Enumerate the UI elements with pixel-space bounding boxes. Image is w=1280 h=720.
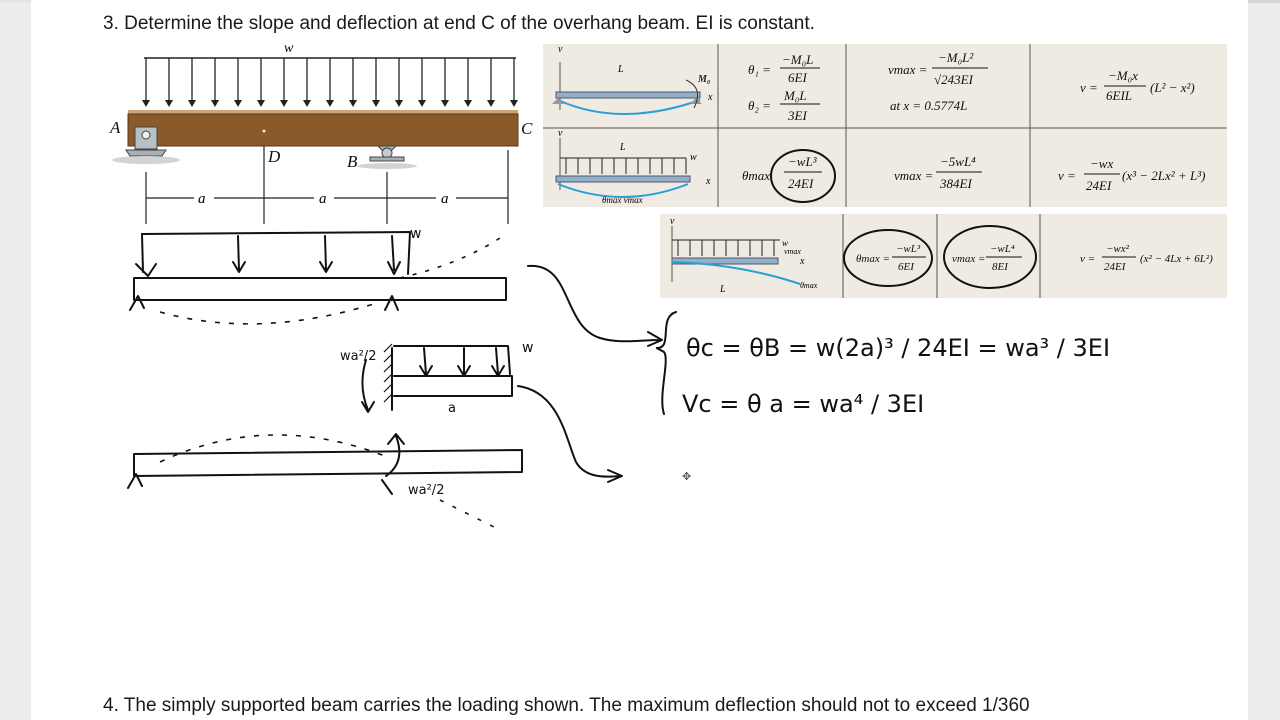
circle-row2-theta [770, 149, 836, 203]
svg-text:L: L [617, 64, 624, 75]
label-c: C [521, 119, 533, 138]
svg-text:x: x [707, 92, 713, 103]
svg-text:M₀: M₀ [697, 74, 711, 85]
svg-text:vmax =: vmax = [952, 253, 985, 265]
svg-text:L: L [719, 284, 726, 295]
svg-text:θmax: θmax [742, 168, 770, 183]
dim-a-2: a [319, 191, 327, 207]
row1-formulas: θ₁ = −M₀L 6EI θ₂ = M₀L 3EI vmax = −M₀L² √24… [748, 50, 1195, 123]
deflection-c-equation: Vc = θ a = wa⁴ / 3EI [682, 390, 924, 418]
label-a: A [109, 118, 121, 137]
svg-text:v: v [558, 44, 563, 55]
deflection-table: v L M₀ x v L w x θmax vmax v [543, 44, 1227, 298]
svg-text:θmax vmax: θmax vmax [602, 195, 643, 205]
svg-text:−5wL⁴: −5wL⁴ [940, 154, 976, 169]
svg-text:(x³ − 2Lx² + L³): (x³ − 2Lx² + L³) [1122, 168, 1205, 183]
svg-text:−wL³: −wL³ [788, 154, 818, 169]
dim-a-3: a [441, 191, 449, 207]
svg-text:w: w [690, 152, 697, 163]
svg-text:8EI: 8EI [992, 261, 1009, 273]
svg-text:θmax =: θmax = [856, 253, 890, 265]
svg-text:L: L [619, 142, 626, 153]
svg-text:384EI: 384EI [939, 176, 972, 191]
label-b: B [347, 152, 358, 171]
svg-text:θ₂ =: θ₂ = [748, 98, 771, 113]
svg-text:x: x [799, 256, 805, 267]
svg-text:24EI: 24EI [788, 176, 814, 191]
svg-text:v =: v = [1058, 168, 1076, 183]
circle-row3-vmax [943, 225, 1037, 289]
svg-text:6EIL: 6EIL [1106, 88, 1132, 103]
row3-formulas: θmax = −wL³ 6EI vmax = −wL⁴ 8EI v = −wx² 24… [856, 243, 1213, 273]
arrow-to-equations [527, 264, 663, 347]
svg-text:v =: v = [1080, 253, 1095, 265]
sketch-3-moment-beam: wa²/2 [127, 433, 523, 531]
cursor-crosshair: ✥ [682, 471, 691, 483]
svg-text:24EI: 24EI [1104, 261, 1127, 273]
moment-label: wa²/2 [340, 349, 376, 364]
dimension-lines [145, 150, 509, 224]
row2-diagram: v L w x θmax vmax [555, 128, 711, 205]
svg-text:v: v [670, 216, 675, 227]
svg-text:θmax: θmax [800, 281, 818, 290]
load-label: w [284, 41, 294, 56]
svg-text:−wL³: −wL³ [896, 243, 921, 255]
svg-text:v =: v = [1080, 80, 1098, 95]
beam [127, 113, 519, 147]
sketch-w-label: w [410, 226, 421, 242]
distributed-load-arrows [145, 58, 515, 104]
svg-text:3EI: 3EI [787, 108, 807, 123]
svg-text:−M₀L: −M₀L [782, 52, 813, 67]
row1-diagram: v L M₀ x [552, 44, 713, 115]
svg-text:6EI: 6EI [898, 261, 915, 273]
sketch2-a-label: a [448, 401, 456, 416]
handwritten-equations: θc = θB = w(2a)³ / 24EI = wa³ / 3EI Vc =… [655, 311, 1110, 418]
pin-support-a [112, 126, 180, 164]
svg-text:−wx²: −wx² [1106, 243, 1130, 255]
dim-a-1: a [198, 191, 206, 207]
svg-text:θ₁ =: θ₁ = [748, 62, 771, 77]
svg-text:−wx: −wx [1090, 156, 1113, 171]
svg-text:6EI: 6EI [788, 70, 807, 85]
arrow-to-point [517, 385, 623, 483]
roller-support-b [357, 145, 417, 169]
svg-text:(x² − 4Lx + 6L²): (x² − 4Lx + 6L²) [1140, 253, 1213, 265]
problem-3-statement: 3. Determine the slope and deflection at… [103, 13, 815, 34]
problem-4-statement: 4. The simply supported beam carries the… [103, 695, 1030, 716]
label-d: D [267, 147, 281, 166]
sketch-1-simply-supported: w [129, 226, 507, 325]
svg-text:−M₀L²: −M₀L² [938, 50, 974, 65]
theta-c-equation: θc = θB = w(2a)³ / 24EI = wa³ / 3EI [686, 334, 1110, 362]
svg-text:M₀L: M₀L [783, 88, 807, 103]
circle-row3-theta [843, 229, 933, 287]
sketch2-w-label: w [522, 340, 533, 356]
svg-text:−wL⁴: −wL⁴ [990, 243, 1015, 255]
row2-formulas: θmax −wL³ 24EI vmax = −5wL⁴ 384EI v = −wx 2… [742, 154, 1205, 193]
svg-text:w: w [782, 238, 788, 248]
svg-text:24EI: 24EI [1086, 178, 1112, 193]
row3-diagram: v w vmax x θmax L [670, 216, 818, 295]
svg-text:x: x [705, 176, 711, 187]
svg-text:at x = 0.5774L: at x = 0.5774L [890, 98, 967, 113]
beam-figure: w [109, 41, 533, 224]
svg-text:√243EI: √243EI [934, 72, 974, 87]
svg-text:(L² − x²): (L² − x²) [1150, 80, 1195, 95]
sketch3-moment-label: wa²/2 [408, 483, 444, 498]
sketch-2-cantilever: wa²/2 w a [340, 340, 533, 416]
svg-text:vmax: vmax [784, 247, 801, 256]
svg-text:vmax =: vmax = [888, 62, 927, 77]
svg-text:−M₀x: −M₀x [1108, 68, 1138, 83]
svg-text:v: v [558, 128, 563, 139]
svg-text:vmax =: vmax = [894, 168, 933, 183]
